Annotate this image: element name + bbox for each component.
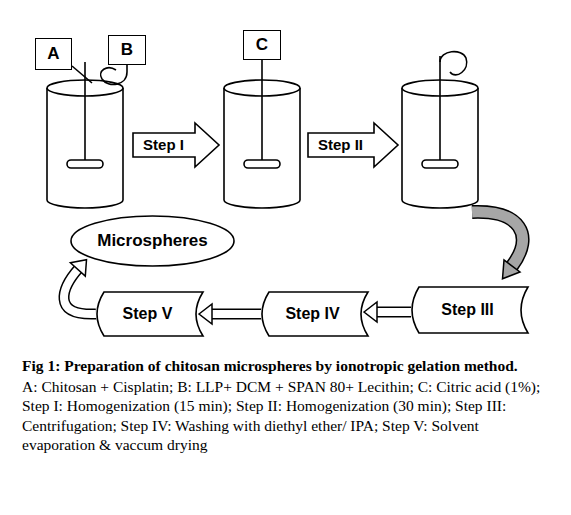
arrow-head — [70, 260, 86, 276]
arrow-outline — [210, 309, 261, 320]
node-text: A — [47, 44, 59, 64]
stirrer-paddle — [422, 160, 458, 168]
scroll-shape — [412, 287, 528, 333]
block-arrow-shape — [133, 123, 219, 167]
ellipse-shape — [71, 216, 234, 266]
transfer-arrow — [472, 212, 523, 279]
node-text: C — [256, 35, 268, 55]
node-text-group: Step I — [143, 136, 184, 154]
node-text-group: Step II — [318, 136, 363, 154]
label-box: B — [108, 35, 146, 65]
figure-caption: Fig 1: Preparation of chitosan microsphe… — [22, 356, 552, 376]
step-box: Step III — [405, 285, 530, 335]
hollow-arrow-connector — [199, 304, 261, 324]
feed-tube — [440, 52, 467, 75]
node-text: Step I — [143, 136, 184, 154]
leader-line — [72, 66, 92, 83]
node-text-group: C — [256, 35, 268, 55]
node-text: B — [121, 40, 133, 60]
label-box: A — [35, 38, 72, 70]
step-box: Step V — [90, 290, 205, 338]
scroll-shape — [262, 292, 368, 336]
node-text-group: Step V — [123, 304, 173, 323]
beaker-two — [224, 60, 300, 208]
step-arrow: Step II — [307, 122, 399, 168]
arrow-outline — [375, 307, 411, 318]
arrow-outline — [64, 268, 96, 314]
node-text: Microspheres — [97, 231, 208, 251]
stirrer-shaft — [439, 56, 441, 160]
node-text: Step II — [318, 136, 363, 154]
product-ellipse: Microspheres — [70, 215, 235, 267]
feed-tube — [101, 65, 127, 84]
beaker-one — [47, 62, 127, 208]
hollow-arrow-connector — [64, 260, 96, 314]
node-text-group: A — [47, 44, 59, 64]
node-text-group: Step IV — [285, 304, 339, 323]
stirrer-paddle — [244, 160, 280, 168]
label-box: C — [243, 30, 281, 60]
node-text: Step III — [441, 300, 493, 319]
beaker-three — [402, 52, 478, 208]
step-arrow: Step I — [132, 122, 220, 168]
arrow-head — [364, 302, 377, 322]
arrow-head — [503, 260, 521, 279]
node-text-group: Step III — [441, 300, 493, 319]
arrow-fill — [375, 308, 411, 316]
node-text: Step V — [123, 304, 173, 323]
step-box: Step IV — [255, 290, 370, 338]
hollow-arrow-connector — [364, 302, 411, 322]
caption-key: A: Chitosan + Cisplatin; B: LLP+ DCM + S… — [22, 377, 552, 455]
arrow-fill — [210, 310, 261, 318]
stirrer-paddle — [67, 160, 103, 168]
arrow-head — [199, 304, 212, 324]
arrow-fill — [64, 268, 96, 314]
node-text-group: Microspheres — [97, 231, 208, 251]
arrow-outline — [472, 212, 523, 266]
scroll-shape — [97, 292, 203, 336]
node-text: Step IV — [285, 304, 339, 323]
arrow-fill — [472, 212, 523, 266]
block-arrow-shape — [308, 123, 398, 167]
stirrer-shaft — [261, 60, 263, 160]
node-text-group: B — [121, 40, 133, 60]
